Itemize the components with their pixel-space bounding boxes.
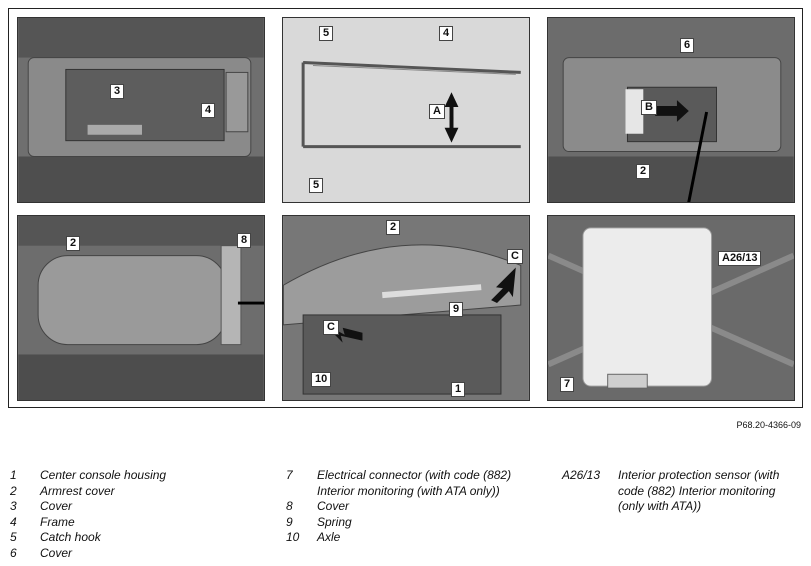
legend-number: 5 [10, 530, 17, 544]
callout-4: 4 [201, 103, 216, 118]
callout-5-top: 5 [319, 26, 334, 41]
legend-number: 9 [286, 514, 293, 529]
legend-text: Cover [317, 499, 350, 513]
callout-10: 10 [311, 372, 332, 387]
panel-console-top-view: 3 4 [17, 17, 265, 203]
legend-number: 2 [10, 483, 17, 498]
legend-number: 8 [286, 499, 293, 513]
legend-number: 6 [10, 545, 17, 560]
panel-armrest-closed: 2 8 [17, 215, 265, 401]
sensor-drawing [548, 216, 794, 400]
callout-4: 4 [439, 26, 454, 41]
legend-text: Electrical connector (with code (882) In… [317, 468, 512, 498]
console-housing-drawing [18, 18, 264, 202]
callout-2: 2 [386, 220, 401, 235]
figure-id: P68.20-4366-09 [736, 420, 801, 430]
legend-item: 6 Cover [10, 546, 250, 562]
legend-item: 3 Cover [10, 499, 250, 515]
legend-item: 2 Armrest cover [10, 484, 250, 500]
legend-column-1: 1 Center console housing 2 Armrest cover 3… [10, 468, 250, 561]
legend-text: Catch hook [40, 530, 101, 544]
panel-cover-removal: 6 B 2 [547, 17, 795, 203]
legend-item: 5 Catch hook [10, 530, 250, 546]
callout-A: A [429, 104, 445, 119]
callout-2: 2 [66, 236, 81, 251]
legend-item: 10 Axle [286, 530, 536, 546]
callout-7: 7 [560, 377, 575, 392]
legend-text: Cover [40, 499, 73, 513]
legend-item: 9 Spring [286, 515, 536, 531]
panel-frame-detail: 5 4 A 5 [282, 17, 530, 203]
legend-number: 1 [10, 468, 17, 482]
mechanism-drawing [283, 216, 529, 400]
callout-8: 8 [237, 233, 252, 248]
legend-item: A26/13 Interior protection sensor (with c… [562, 468, 802, 515]
legend-text: Interior protection sensor (with code (8… [618, 468, 780, 513]
legend-text: Center console housing [40, 468, 167, 482]
legend-number: 7 [286, 468, 293, 482]
figure-frame [8, 8, 803, 408]
callout-C-left: C [323, 320, 339, 335]
legend-number: 3 [10, 499, 17, 513]
callout-5-bottom: 5 [309, 178, 324, 193]
legend-number: A26/13 [562, 468, 601, 482]
armrest-drawing [18, 216, 264, 400]
legend-item: 4 Frame [10, 515, 250, 531]
callout-2: 2 [636, 164, 651, 179]
callout-C-right: C [507, 249, 523, 264]
panel-sensor: A26/13 7 [547, 215, 795, 401]
callout-9: 9 [449, 302, 464, 317]
legend-number: 4 [10, 514, 17, 529]
frame-drawing [283, 18, 529, 202]
callout-1: 1 [451, 382, 466, 397]
callout-A26-13: A26/13 [718, 251, 762, 266]
legend-text: Axle [317, 530, 341, 544]
legend-column-2: 7 Electrical connector (with code (882) I… [286, 468, 536, 546]
legend-item: 1 Center console housing [10, 468, 250, 484]
legend-text: Frame [40, 514, 75, 529]
legend-text: Spring [317, 514, 352, 529]
callout-3: 3 [110, 84, 125, 99]
callout-6: 6 [680, 38, 695, 53]
legend-column-3: A26/13 Interior protection sensor (with c… [562, 468, 802, 515]
legend-text: Cover [40, 545, 73, 560]
callout-B: B [641, 100, 657, 115]
legend-item: 7 Electrical connector (with code (882) I… [286, 468, 536, 499]
legend-number: 10 [286, 530, 300, 544]
panel-armrest-mechanism: 2 C 9 C 10 1 [282, 215, 530, 401]
legend-text: Armrest cover [40, 483, 115, 498]
legend-item: 8 Cover [286, 499, 536, 515]
cover-drawing [548, 18, 794, 202]
